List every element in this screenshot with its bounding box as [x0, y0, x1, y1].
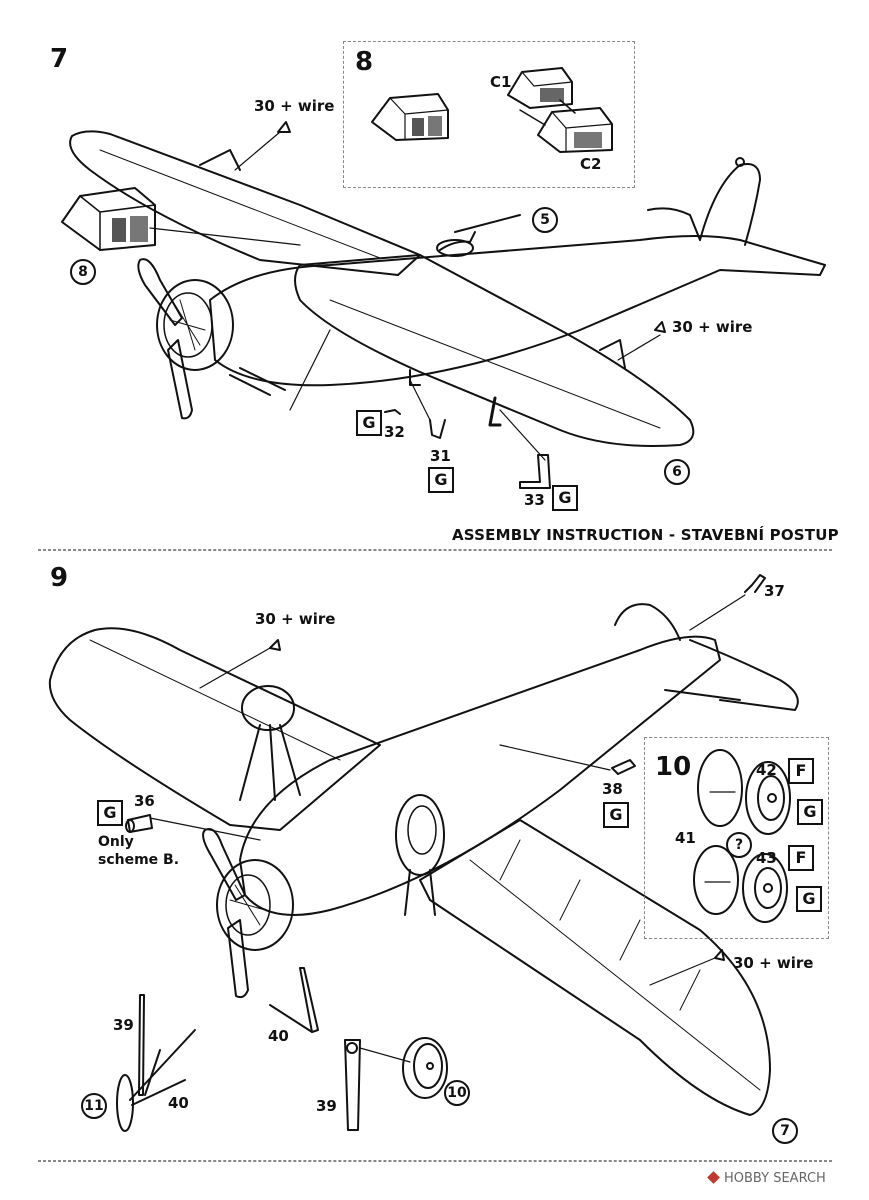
- page-bottom-divider: [38, 1160, 832, 1162]
- note-only: Only: [98, 834, 134, 850]
- wire-pointer-drawings-s9: [269, 639, 725, 961]
- part-number-40: 40: [268, 1027, 289, 1045]
- ref-step-11: 11: [81, 1093, 107, 1119]
- part-39-40-struts-drawing: [269, 967, 411, 1131]
- part-37-drawing: [744, 574, 766, 593]
- wire-pointer-drawings: [277, 121, 666, 333]
- step7-aircraft-drawing: [69, 130, 826, 461]
- part-number-42: 42: [756, 761, 777, 779]
- watermark-logo-icon: [707, 1171, 720, 1184]
- part-number-38: 38: [602, 780, 623, 798]
- sprue-g-42: G: [797, 799, 823, 825]
- part-33-drawing: [519, 454, 551, 489]
- part-number-39: 39: [316, 1097, 337, 1115]
- ref-step-10: 10: [444, 1080, 470, 1106]
- part-number-41: 41: [675, 829, 696, 847]
- ref-step-7: 7: [772, 1118, 798, 1144]
- step-number-9: 9: [50, 563, 69, 593]
- step8-canopies: [371, 67, 613, 153]
- step9-aircraft-drawing: [48, 594, 799, 1116]
- ref-step-8: 8: [70, 259, 96, 285]
- part-36-drawing: [125, 814, 153, 833]
- sprue-g-32: G: [356, 410, 382, 436]
- section-divider: [38, 549, 832, 551]
- step11-tailwheel-drawing: [116, 994, 196, 1132]
- step8-frame: [343, 41, 635, 188]
- wheel-part-drawing: [402, 1037, 448, 1099]
- part-number-31: 31: [430, 447, 451, 465]
- watermark: HOBBY SEARCH: [707, 1171, 826, 1186]
- label-wire-step9-left: 30 + wire: [255, 610, 336, 628]
- part-number-37: 37: [764, 582, 785, 600]
- part-number-40-left: 40: [168, 1094, 189, 1112]
- part-number-39-left: 39: [113, 1016, 134, 1034]
- sprue-g-31: G: [428, 467, 454, 493]
- step10-wheels-drawing: [693, 749, 791, 923]
- step-number-10: 10: [655, 752, 692, 782]
- step7-canopy-part: [61, 187, 156, 251]
- ref-step-5: 5: [532, 207, 558, 233]
- label-wire-step7-top: 30 + wire: [254, 97, 335, 115]
- label-wire-step7-right: 30 + wire: [672, 318, 753, 336]
- watermark-text: HOBBY SEARCH: [724, 1171, 826, 1186]
- note-scheme-b: scheme B.: [98, 852, 180, 868]
- part-label-c2: C2: [580, 155, 602, 173]
- part-31-drawing: [429, 419, 446, 439]
- sprue-f-42: F: [788, 758, 814, 784]
- assembly-heading: ASSEMBLY INSTRUCTION - STAVEBNÍ POSTUP: [452, 526, 839, 544]
- label-wire-step9-right: 30 + wire: [733, 954, 814, 972]
- sprue-g-38: G: [603, 802, 629, 828]
- part-32-drawing: [384, 409, 401, 415]
- step10-frame: [644, 737, 829, 939]
- sprue-g-33: G: [552, 485, 578, 511]
- part-number-33: 33: [524, 491, 545, 509]
- sprue-g-43: G: [796, 886, 822, 912]
- part-number-36: 36: [134, 792, 155, 810]
- question-icon: ?: [726, 832, 752, 858]
- ref-step-6: 6: [664, 459, 690, 485]
- part-38-drawing: [611, 759, 636, 775]
- step-number-8: 8: [355, 47, 374, 77]
- sprue-f-43: F: [788, 845, 814, 871]
- part-number-32: 32: [384, 423, 405, 441]
- sprue-g-36: G: [97, 800, 123, 826]
- part-label-c1: C1: [490, 73, 512, 91]
- step-number-7: 7: [50, 44, 69, 74]
- part-number-43: 43: [756, 849, 777, 867]
